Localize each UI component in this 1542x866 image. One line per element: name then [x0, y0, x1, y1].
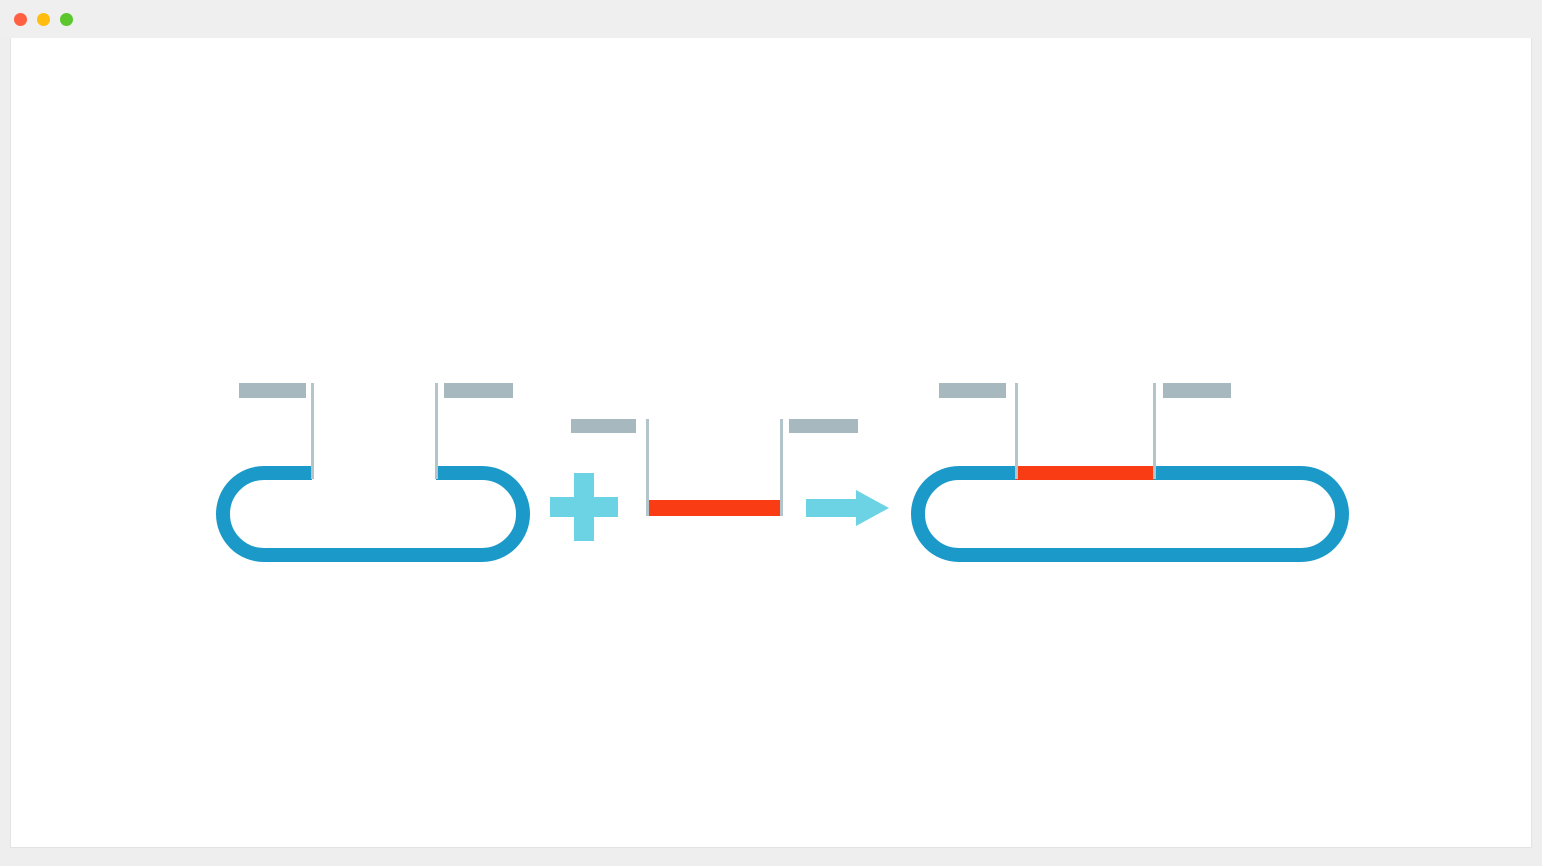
- minimize-button[interactable]: [37, 12, 50, 26]
- diagram-canvas[interactable]: [10, 38, 1532, 848]
- label-bar: [444, 383, 513, 398]
- close-button[interactable]: [14, 12, 27, 26]
- vector-label-right[interactable]: [435, 383, 514, 479]
- label-bar: [1163, 383, 1231, 398]
- insert-label-left[interactable]: [571, 419, 649, 516]
- reaction-arrow: [806, 490, 889, 526]
- product-backbone: [911, 466, 1349, 562]
- label-bar: [939, 383, 1006, 398]
- label-bar: [239, 383, 306, 398]
- insert-fragment[interactable]: [646, 500, 782, 516]
- arrow-shape: [806, 490, 889, 526]
- maximize-button[interactable]: [60, 12, 73, 26]
- recombinant-plasmid[interactable]: [911, 466, 1349, 562]
- vector-backbone: [216, 466, 530, 562]
- cut-vector-plasmid[interactable]: [216, 466, 530, 562]
- label-bar: [571, 419, 636, 433]
- window-controls: [14, 12, 73, 26]
- cloning-diagram: [11, 38, 1531, 847]
- insert-bar: [646, 500, 782, 516]
- plus-horizontal-bar: [550, 497, 618, 517]
- plus-operator: [550, 473, 618, 541]
- product-label-left[interactable]: [939, 383, 1018, 479]
- insert-label-right[interactable]: [780, 419, 859, 516]
- vector-label-left[interactable]: [239, 383, 314, 479]
- label-bar: [789, 419, 858, 433]
- window-titlebar: [0, 0, 1542, 38]
- canvas-container: [0, 38, 1542, 866]
- product-label-right[interactable]: [1153, 383, 1232, 479]
- product-insert-segment: [1016, 466, 1154, 480]
- diagram-svg: [216, 383, 1349, 562]
